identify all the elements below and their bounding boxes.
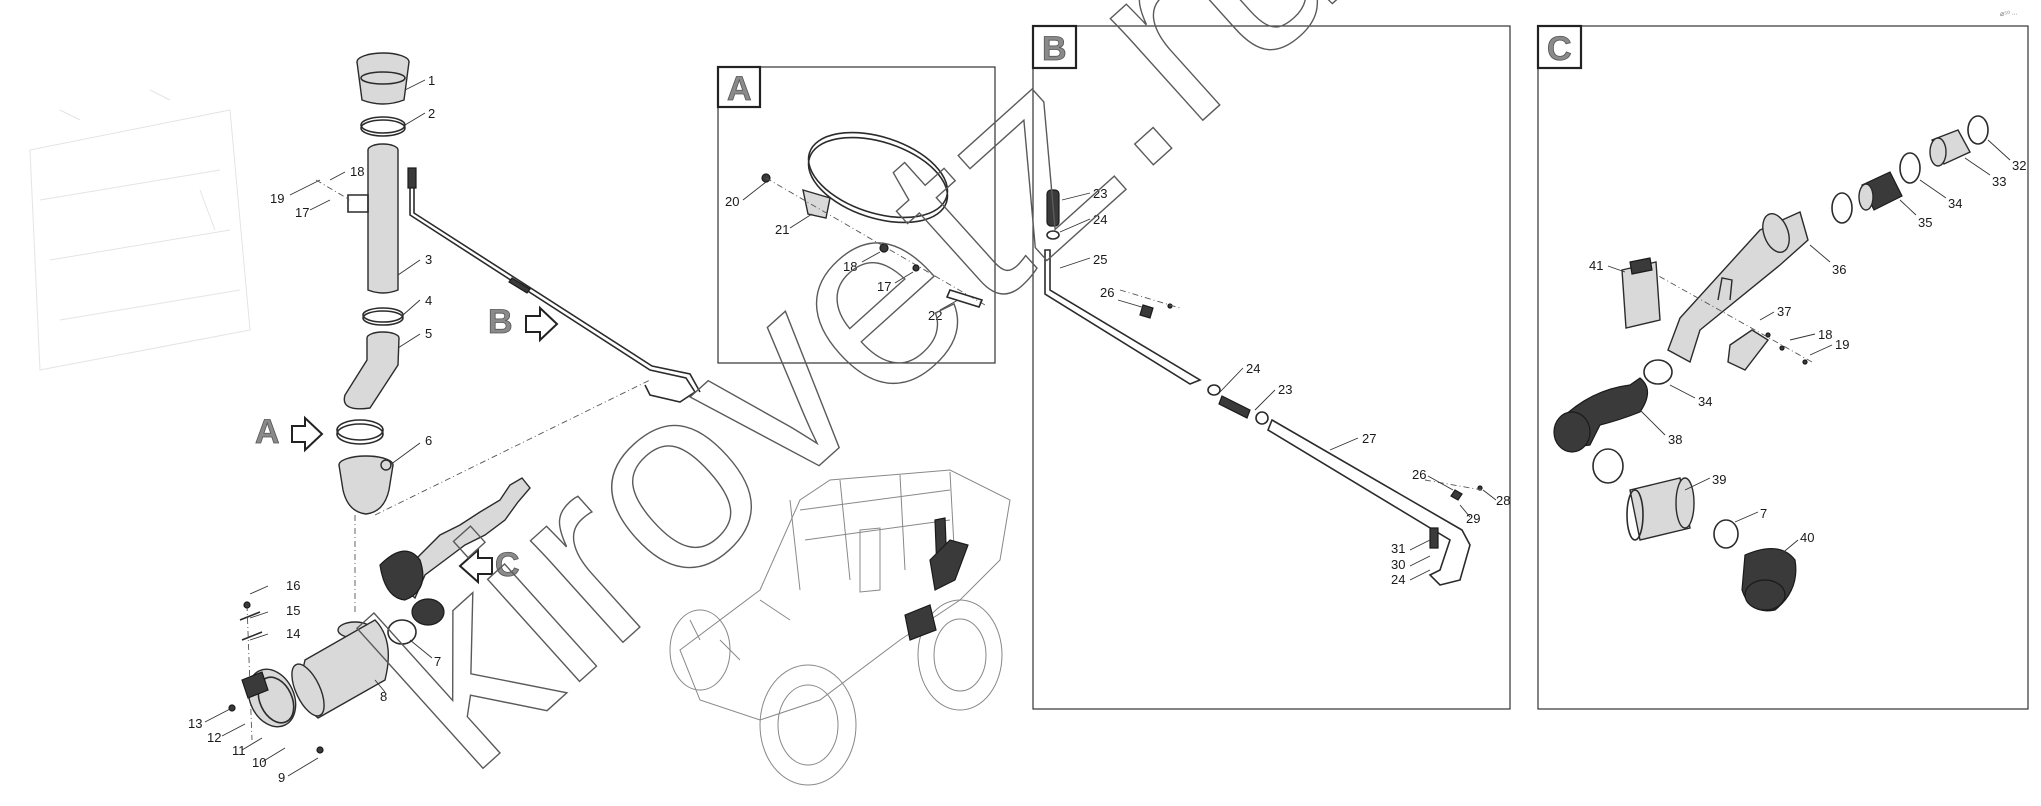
- callout-a: A: [255, 413, 324, 453]
- panel-c-label-33: 33: [1992, 174, 2006, 189]
- panel-c: C: [1536, 24, 2029, 710]
- panel-b-label-25: 25: [1093, 252, 1107, 267]
- label-10: 10: [252, 755, 266, 770]
- panel-c-label-39: 39: [1712, 472, 1726, 487]
- panel-b-label-24-low: 24: [1391, 572, 1405, 587]
- panel-a-label-17: 17: [877, 279, 891, 294]
- panel-c-label-19: 19: [1835, 337, 1849, 352]
- panel-b-label-26: 26: [1100, 285, 1114, 300]
- label-3: 3: [425, 252, 432, 267]
- panel-a-label-20: 20: [725, 194, 739, 209]
- panel-c-tag: C: [1547, 30, 1572, 68]
- panel-a-tag: A: [727, 70, 752, 108]
- main-assembly: [228, 52, 701, 754]
- label-6: 6: [425, 433, 432, 448]
- label-11: 11: [232, 743, 246, 758]
- panel-a-label-22: 22: [928, 308, 942, 323]
- panel-b-label-23-mid: 23: [1278, 382, 1292, 397]
- label-17: 17: [295, 205, 309, 220]
- panel-c-label-32: 32: [2012, 158, 2026, 173]
- panel-b-label-26-low: 26: [1412, 467, 1426, 482]
- panel-b: B 23 24 25 26 24 23 27 26 28: [1031, 24, 1511, 710]
- panel-b-label-28: 28: [1496, 493, 1510, 508]
- panel-c-label-35: 35: [1918, 215, 1932, 230]
- panel-b-label-29: 29: [1466, 511, 1480, 526]
- panel-c-label-18: 18: [1818, 327, 1832, 342]
- panel-a-label-18: 18: [843, 259, 857, 274]
- ghost-background-sketch: [29, 89, 251, 371]
- panel-b-label-27: 27: [1362, 431, 1376, 446]
- panel-c-label-7: 7: [1760, 506, 1767, 521]
- main-leaders: [204, 79, 433, 777]
- panel-a: A 20 21 18 17 22: [716, 65, 996, 364]
- callout-b: B: [488, 303, 559, 343]
- corner-code: ⌀⁵⁰ ∙∙∙: [2000, 10, 2018, 18]
- callout-c-letter: C: [495, 546, 520, 584]
- label-12: 12: [207, 730, 221, 745]
- label-8: 8: [380, 689, 387, 704]
- callout-b-letter: B: [488, 303, 513, 341]
- label-4: 4: [425, 293, 432, 308]
- label-15: 15: [286, 603, 300, 618]
- panel-c-label-37: 37: [1777, 304, 1791, 319]
- tractor-illustration: [669, 469, 1011, 786]
- panel-c-label-34-mid: 34: [1698, 394, 1712, 409]
- label-18: 18: [350, 164, 364, 179]
- panel-a-label-21: 21: [775, 222, 789, 237]
- panel-c-label-40: 40: [1800, 530, 1814, 545]
- panel-c-label-38: 38: [1668, 432, 1682, 447]
- panel-c-label-34-top: 34: [1948, 196, 1962, 211]
- panel-c-label-41: 41: [1589, 258, 1603, 273]
- panel-b-label-30: 30: [1391, 557, 1405, 572]
- label-2: 2: [428, 106, 435, 121]
- label-14: 14: [286, 626, 300, 641]
- label-19: 19: [270, 191, 284, 206]
- callout-a-letter: A: [255, 413, 280, 451]
- label-9: 9: [278, 770, 285, 785]
- main-labels: 1 2 18 19 17 3 4 5 6 7 8 16 15 14 13 12 …: [188, 73, 441, 785]
- label-16: 16: [286, 578, 300, 593]
- panel-c-label-36: 36: [1832, 262, 1846, 277]
- panel-b-label-24-mid: 24: [1246, 361, 1260, 376]
- label-13: 13: [188, 716, 202, 731]
- callout-c: C: [458, 546, 520, 584]
- label-1: 1: [428, 73, 435, 88]
- panel-b-label-31: 31: [1391, 541, 1405, 556]
- panel-b-tag: B: [1042, 30, 1067, 68]
- label-7: 7: [434, 654, 441, 669]
- label-5: 5: [425, 326, 432, 341]
- panel-b-label-24-top: 24: [1093, 212, 1107, 227]
- panel-b-label-23: 23: [1093, 186, 1107, 201]
